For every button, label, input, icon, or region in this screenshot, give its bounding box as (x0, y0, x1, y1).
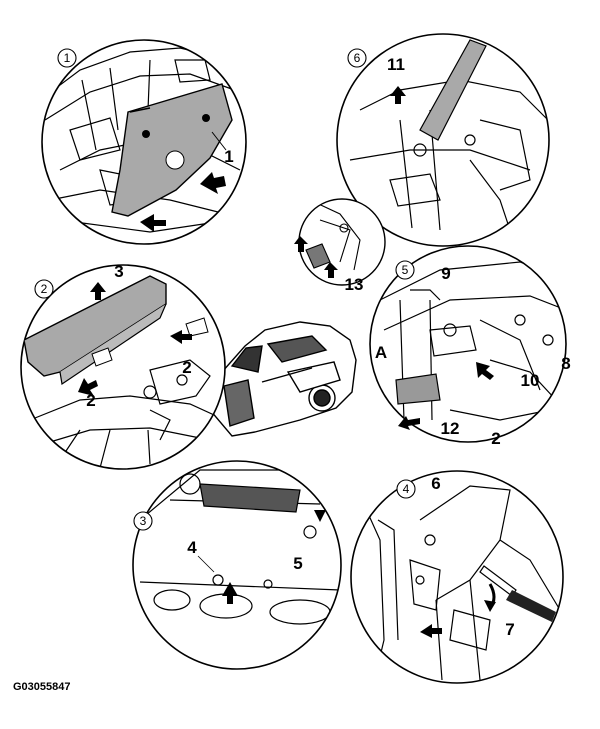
arrow-icon (314, 510, 326, 522)
step-number: 5 (402, 263, 409, 277)
arrow-icon (78, 378, 98, 396)
step-number: 4 (403, 482, 410, 496)
arrow-icon (294, 236, 308, 252)
arrow-icon (390, 86, 406, 104)
callout-label: 5 (293, 554, 302, 573)
callout-label: 7 (505, 620, 514, 639)
step-marker (396, 479, 416, 499)
step-marker (347, 48, 367, 68)
arrow-icon (324, 262, 338, 278)
detail-step-5: 5 9 A 8 10 12 2 (369, 245, 571, 448)
callout-label: 13 (345, 275, 364, 294)
callout-label: 11 (387, 55, 405, 74)
arrow-icon (170, 330, 192, 344)
arrow-icon (420, 624, 442, 638)
strut (419, 39, 487, 141)
callout-label: 12 (441, 419, 460, 438)
callout-label: 8 (561, 354, 570, 373)
step-number: 3 (140, 514, 147, 528)
arrow-icon (90, 282, 106, 300)
car-icon (209, 321, 357, 437)
arrow-icon (140, 214, 166, 232)
detail-step-2: 2 3 2 2 (20, 262, 226, 470)
trim-panel (111, 83, 233, 217)
step-number: 6 (354, 51, 361, 65)
callout-label: 3 (114, 262, 123, 281)
callout-label: 10 (521, 371, 540, 390)
step-marker (133, 511, 153, 531)
figure-code: G03055847 (13, 681, 71, 693)
step-number: 1 (64, 51, 71, 65)
callout-label: 1 (224, 147, 233, 166)
arrow-icon (200, 172, 226, 194)
detail-step-6-inset: 13 (294, 198, 386, 294)
step-marker (34, 279, 54, 299)
arrow-icon (476, 362, 494, 380)
callout-label: 2 (86, 391, 95, 410)
detail-step-1: 1 1 (41, 39, 247, 245)
callout-label: 9 (441, 264, 450, 283)
arrow-icon (398, 416, 420, 430)
step-marker (57, 48, 77, 68)
callout-label: 4 (187, 538, 197, 557)
callout-label: 2 (491, 429, 500, 448)
callout-label: 2 (182, 358, 191, 377)
callout-label: A (375, 343, 387, 362)
wrench-icon (479, 565, 556, 622)
step-number: 2 (41, 282, 48, 296)
detail-step-6: 6 11 (336, 33, 550, 247)
detail-step-3: 3 4 5 (132, 460, 342, 670)
detail-step-4: 4 6 7 (350, 470, 564, 684)
callout-label: 6 (431, 474, 440, 493)
step-marker (395, 260, 415, 280)
arrow-icon (222, 582, 238, 604)
